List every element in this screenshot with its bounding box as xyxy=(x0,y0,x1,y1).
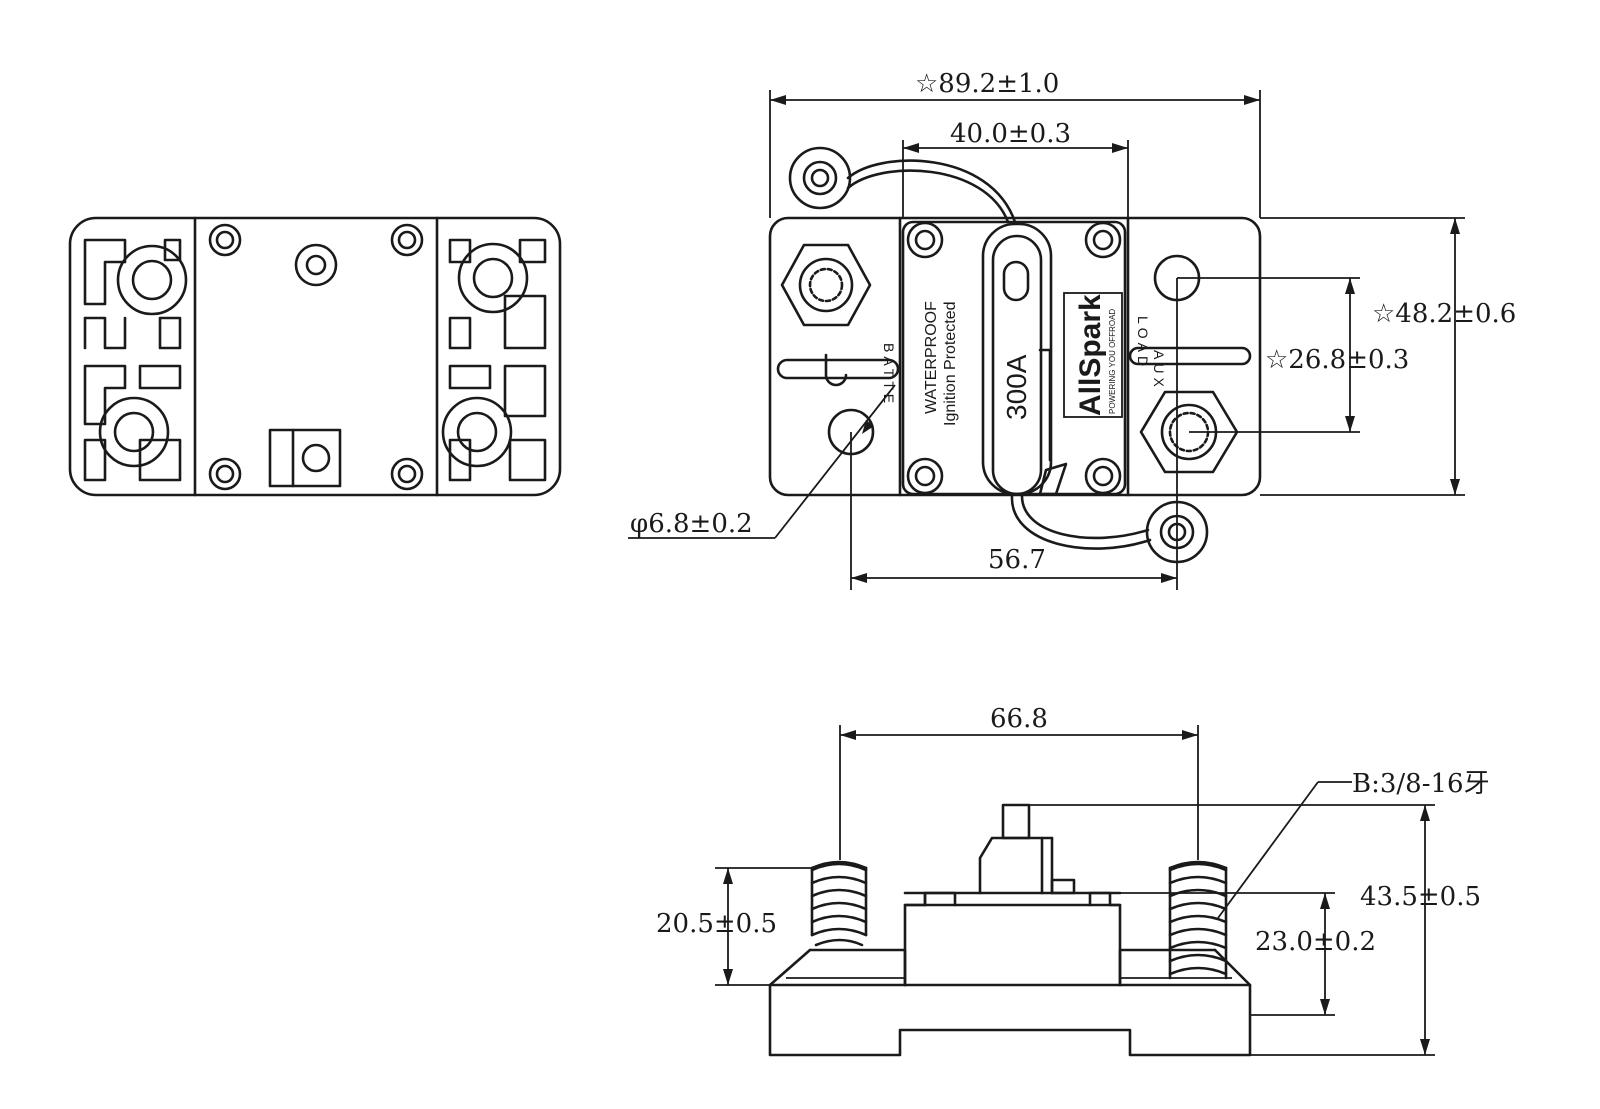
label-ignition: Ignition Protected xyxy=(942,301,959,426)
dim-terminal-offset: ☆26.8±0.3 xyxy=(1265,345,1409,375)
label-aux: AUX xyxy=(1151,350,1167,391)
label-load: LOAD xyxy=(1135,316,1151,370)
dim-overall-width: ☆89.2±1.0 xyxy=(915,69,1059,99)
side-view: 66.8 B:3/8-16牙 20.5±0.5 23.0±0.2 43.5±0.… xyxy=(656,704,1490,1057)
dim-hole-diameter: φ6.8±0.2 xyxy=(630,509,753,539)
right-stud xyxy=(1168,860,1228,980)
label-brand: AllSpark xyxy=(1074,294,1107,416)
dim-side-terminal-spacing: 66.8 xyxy=(990,704,1048,734)
label-batte: BATTE xyxy=(881,343,897,407)
left-stud xyxy=(810,860,868,947)
label-rating: 300A xyxy=(1001,354,1032,420)
label-tagline: POWERING YOU OFFROAD xyxy=(1108,309,1117,414)
middle-panel xyxy=(208,223,424,491)
back-view xyxy=(68,216,562,497)
left-lattice xyxy=(83,238,188,482)
dim-terminal-spacing: 56.7 xyxy=(988,545,1046,575)
right-lattice xyxy=(441,238,547,482)
dim-base-height: 23.0±0.2 xyxy=(1255,927,1376,957)
front-view: WATERPROOF Ignition Protected 300A AllSp… xyxy=(628,69,1516,590)
dim-overall-height: ☆48.2±0.6 xyxy=(1372,299,1516,329)
dim-stud-height: 20.5±0.5 xyxy=(656,909,777,939)
dim-total-height: 43.5±0.5 xyxy=(1360,882,1481,912)
dim-thread-spec: B:3/8-16牙 xyxy=(1352,769,1490,799)
label-waterproof: WATERPROOF xyxy=(923,301,940,414)
dim-mount-spacing: 40.0±0.3 xyxy=(950,119,1071,149)
